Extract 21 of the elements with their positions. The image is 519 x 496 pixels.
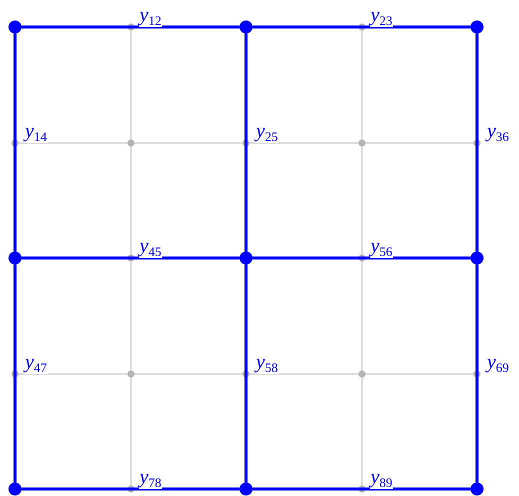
edge-line <box>14 34 16 252</box>
edge-line <box>244 34 248 252</box>
edge-line <box>22 488 240 490</box>
node-dot <box>470 252 484 264</box>
node-dot <box>470 482 484 496</box>
node-dot <box>240 482 252 496</box>
edge-line <box>476 34 478 252</box>
edge-line <box>252 256 470 260</box>
node-dot <box>8 482 22 496</box>
node-dot <box>8 252 22 264</box>
edge-line <box>252 488 470 490</box>
node-dot <box>240 20 252 34</box>
edge-line <box>476 264 478 482</box>
edge-line <box>244 264 248 482</box>
node-dot <box>470 20 484 34</box>
edge-line <box>252 26 470 28</box>
edge-line <box>14 264 16 482</box>
node-dot <box>240 252 252 264</box>
node-dot <box>8 20 22 34</box>
edge-line <box>22 26 240 28</box>
edge-line <box>22 256 240 260</box>
